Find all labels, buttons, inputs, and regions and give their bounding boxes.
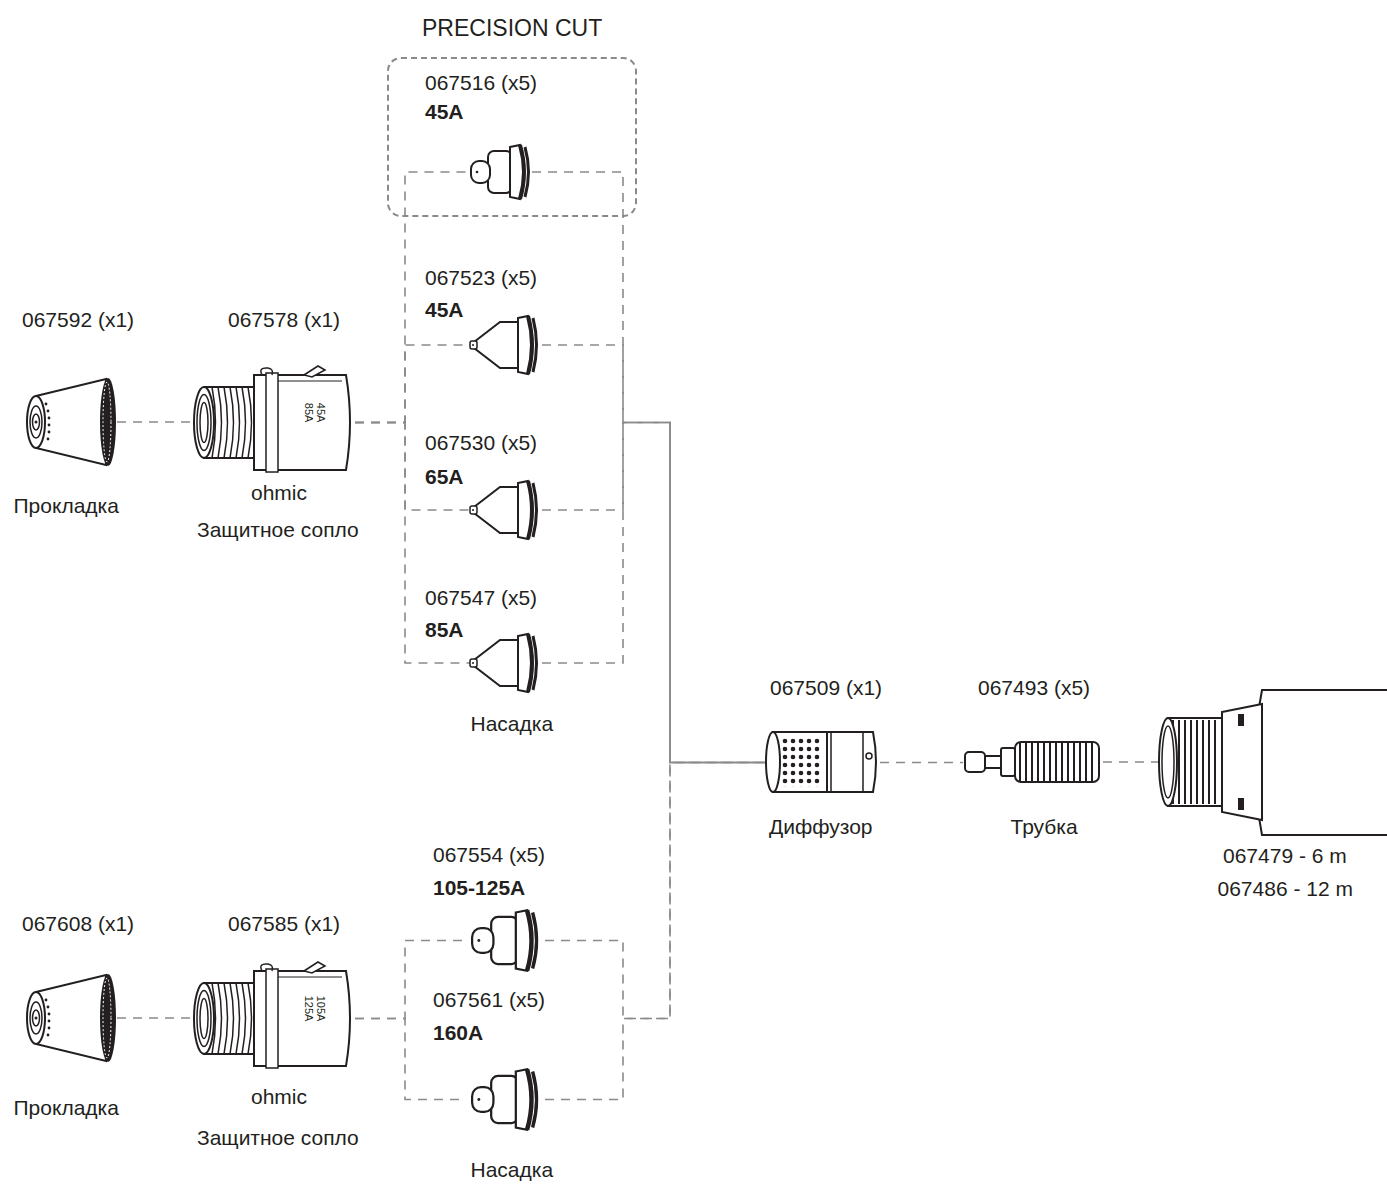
retaining-cap: 067578 (x1)45A 85AohmicЗащитное сопло — [192, 365, 355, 480]
group-box: PRECISION CUT067516 (x5)45A — [387, 57, 637, 217]
dashed-connector — [355, 345, 470, 423]
dashed-connector — [545, 763, 765, 1100]
dashed-connector — [117, 421, 192, 423]
shield: 067608 (x1)Прокладка — [22, 974, 117, 1062]
part-number: 067493 (x5) — [978, 676, 1090, 700]
group-caption: Насадка — [471, 1158, 554, 1182]
diffuser: 067509 (x1)Диффузор — [765, 729, 880, 796]
nozzle-drawing — [470, 634, 537, 692]
part-number: 067509 (x1) — [770, 676, 882, 700]
part-number: 067592 (x1) — [22, 308, 134, 332]
retaining-cap-drawing — [194, 366, 350, 472]
dashed-connector — [1103, 761, 1158, 763]
dashed-connector — [542, 423, 765, 763]
group-caption: Насадка — [471, 712, 554, 736]
part-name: Трубка — [1011, 815, 1078, 839]
part-name: Диффузор — [769, 815, 873, 839]
nozzle: 067547 (x5)85A — [470, 632, 542, 694]
part-name: Прокладка — [14, 494, 119, 518]
group-title: PRECISION CUT — [422, 15, 602, 41]
nozzle: 067523 (x5)45A — [470, 314, 542, 376]
dashed-connector — [355, 423, 470, 664]
part-number: 067523 (x5) — [425, 266, 537, 290]
diffuser-drawing — [766, 732, 876, 792]
nozzle-drawing — [471, 145, 529, 199]
nozzle-drawing — [470, 481, 537, 539]
tube-drawing — [965, 742, 1099, 782]
dashed-connector — [542, 345, 765, 763]
part-number: 067554 (x5) — [433, 843, 545, 867]
part-name: Прокладка — [14, 1096, 119, 1120]
nozzle: 067530 (x5)65A — [470, 479, 542, 541]
part-number: 067561 (x5) — [433, 988, 545, 1012]
shield-drawing — [27, 378, 116, 466]
current-rating: 160A — [433, 1021, 483, 1045]
part-name: ohmic — [251, 1085, 307, 1109]
part-name: ohmic — [251, 481, 307, 505]
part-number: 067516 (x5) — [425, 71, 537, 95]
part-number: 067608 (x1) — [22, 912, 134, 936]
part-number: 067530 (x5) — [425, 431, 537, 455]
dashed-connector — [117, 1017, 192, 1019]
retaining-cap-drawing — [194, 962, 350, 1068]
nozzle-drawing — [472, 1069, 536, 1130]
nozzle-drawing — [470, 316, 537, 374]
cap-marking: 105A 125A — [303, 992, 326, 1024]
torch-drawing — [1159, 690, 1387, 835]
nozzle-drawing — [472, 910, 536, 971]
part-number: 067486 - 12 m — [1218, 877, 1353, 901]
nozzle: 067561 (x5)160A — [462, 1067, 545, 1132]
dashed-connector — [545, 763, 765, 1019]
nozzle: 067516 (x5)45A — [466, 143, 532, 201]
tube: 067493 (x5)Трубка — [963, 737, 1103, 787]
part-name: Защитное сопло — [197, 518, 359, 542]
current-rating: 105-125A — [433, 876, 525, 900]
current-rating: 85A — [425, 618, 464, 642]
retaining-cap: 067585 (x1)105A 125AohmicЗащитное сопло — [192, 961, 355, 1076]
current-rating: 45A — [425, 100, 464, 124]
shield-drawing — [27, 974, 116, 1062]
current-rating: 45A — [425, 298, 464, 322]
current-rating: 65A — [425, 465, 464, 489]
dashed-connector — [542, 423, 765, 763]
cap-marking: 45A 85A — [303, 396, 326, 428]
dashed-connector — [880, 762, 963, 764]
torch: 067479 - 6 m067486 - 12 m — [1158, 690, 1387, 835]
part-number: 067585 (x1) — [228, 912, 340, 936]
part-number: 067578 (x1) — [228, 308, 340, 332]
part-number: 067547 (x5) — [425, 586, 537, 610]
nozzle: 067554 (x5)105-125A — [462, 908, 545, 973]
dashed-connector — [532, 172, 765, 763]
part-number: 067479 - 6 m — [1223, 844, 1347, 868]
dashed-connector — [355, 172, 466, 423]
shield: 067592 (x1)Прокладка — [22, 378, 117, 466]
part-name: Защитное сопло — [197, 1126, 359, 1150]
